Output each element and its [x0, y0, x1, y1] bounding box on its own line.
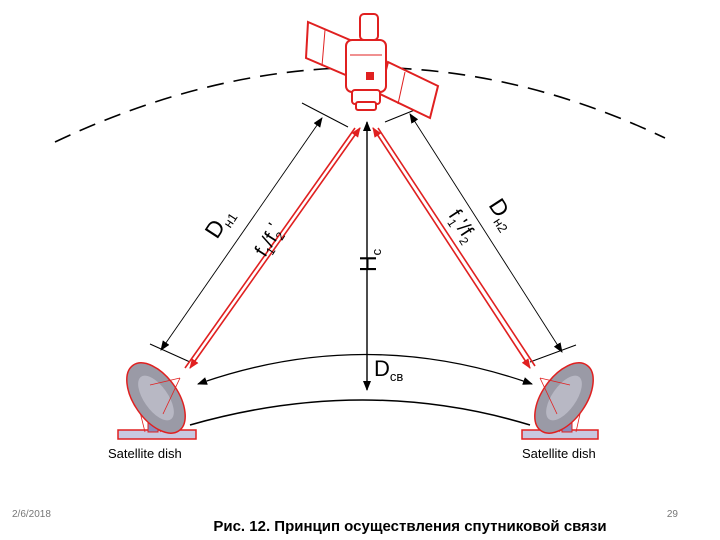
earth-surface-arc	[189, 399, 531, 426]
right-satellite-dish-icon	[521, 362, 599, 440]
right-signal-path	[372, 127, 536, 369]
left-satellite-dish-icon	[117, 362, 197, 440]
height-label: Hc	[355, 248, 384, 272]
right-distance-dimension	[384, 102, 577, 363]
slide-page-number: 29	[666, 509, 678, 520]
left-signal-path	[184, 127, 361, 369]
figure-caption: Рис. 12. Принцип осуществления спутников…	[213, 518, 607, 535]
right-distance-label: Dн2	[481, 194, 522, 236]
left-dish-label: Satellite dish	[108, 446, 182, 461]
ground-distance-arrow	[197, 353, 533, 385]
left-distance-dimension	[149, 102, 349, 363]
left-frequency-label: f1/f2'	[250, 220, 290, 262]
ground-distance-label: Dсв	[374, 356, 403, 384]
satellite-communication-diagram: Satellite dish Satellite dish Dн1 Dн2 Hc…	[54, 13, 666, 461]
satellite-icon	[304, 13, 440, 120]
right-dish-label: Satellite dish	[522, 446, 596, 461]
slide-date: 2/6/2018	[12, 509, 51, 520]
orbit-arc	[54, 66, 666, 143]
left-distance-label: Dн1	[199, 203, 240, 245]
